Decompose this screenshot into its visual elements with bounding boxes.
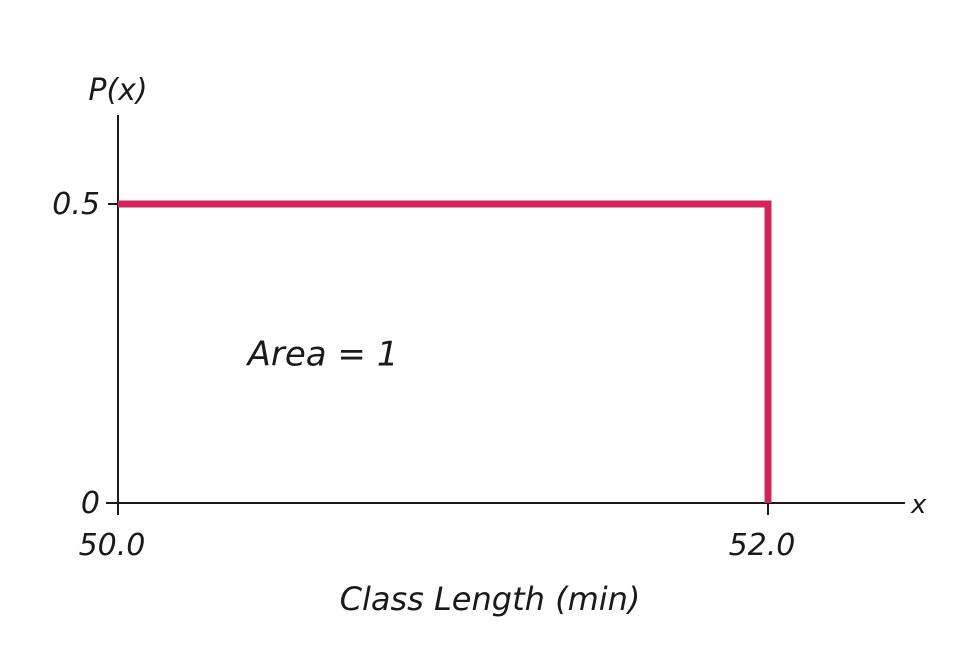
ticks: 0 0.5 50.0 52.0	[52, 187, 795, 563]
series	[118, 200, 772, 503]
density-line	[118, 200, 772, 503]
axes	[106, 115, 905, 513]
area-annotation: Area = 1	[246, 335, 399, 375]
x-tick-label: 50.0	[79, 528, 146, 563]
x-tick-label: 52.0	[729, 528, 796, 563]
y-tick-label: 0.5	[52, 187, 100, 222]
x-axis-symbol: x	[910, 490, 927, 520]
x-axis-label: Class Length (min)	[340, 580, 641, 618]
y-axis-label: P(x)	[88, 73, 147, 108]
y-tick-label: 0	[81, 486, 100, 521]
